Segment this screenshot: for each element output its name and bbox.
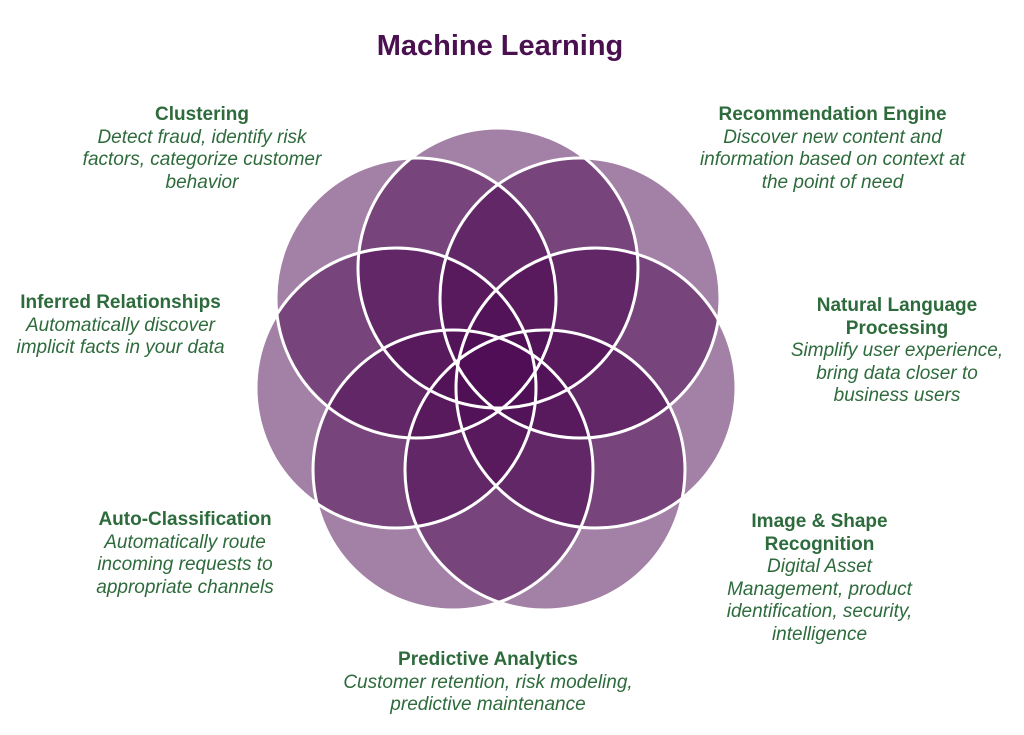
desc-inferred-relationships: Automatically discover implicit facts in… — [16, 314, 225, 359]
petal-outline-image-shape-recognition — [403, 328, 687, 612]
diagram-title: Machine Learning — [376, 30, 624, 62]
heading-natural-language-processing: Natural Language Processing — [816, 295, 978, 339]
heading-inferred-relationships: Inferred Relationships — [20, 292, 221, 313]
heading-predictive-analytics: Predictive Analytics — [398, 649, 578, 670]
label-recommendation-engine: Recommendation Engine Discover new conte… — [690, 104, 975, 194]
label-auto-classification: Auto-Classification Automatically route … — [90, 509, 280, 599]
desc-natural-language-processing: Simplify user experience, bring data clo… — [790, 340, 1004, 406]
label-predictive-analytics: Predictive Analytics Customer retention,… — [318, 649, 658, 717]
petal-outline-auto-classification — [254, 246, 538, 530]
label-natural-language-processing: Natural Language Processing Simplify use… — [778, 295, 1016, 408]
desc-recommendation-engine: Discover new content and information bas… — [699, 126, 966, 193]
heading-auto-classification: Auto-Classification — [98, 509, 272, 530]
heading-recommendation-engine: Recommendation Engine — [718, 104, 947, 125]
petal-outline-recommendation-engine — [438, 156, 722, 440]
label-clustering: Clustering Detect fraud, identify risk f… — [82, 104, 322, 194]
petal-outline-predictive-analytics — [311, 328, 595, 612]
petal-inferred-relationships — [276, 158, 556, 438]
heading-clustering: Clustering — [155, 104, 249, 125]
desc-clustering: Detect fraud, identify risk factors, cat… — [82, 126, 322, 193]
desc-auto-classification: Automatically route incoming requests to… — [96, 531, 274, 598]
petal-outline-natural-language-processing — [454, 246, 738, 530]
label-inferred-relationships: Inferred Relationships Automatically dis… — [8, 292, 233, 360]
petal-outline-inferred-relationships — [274, 156, 558, 440]
petal-outline-clustering — [356, 126, 640, 410]
desc-image-shape-recognition: Digital Asset Management, product identi… — [726, 556, 913, 645]
desc-predictive-analytics: Customer retention, risk modeling, predi… — [343, 671, 633, 716]
label-image-shape-recognition: Image & Shape Recognition Digital Asset … — [712, 511, 927, 646]
heading-image-shape-recognition: Image & Shape Recognition — [751, 511, 888, 555]
